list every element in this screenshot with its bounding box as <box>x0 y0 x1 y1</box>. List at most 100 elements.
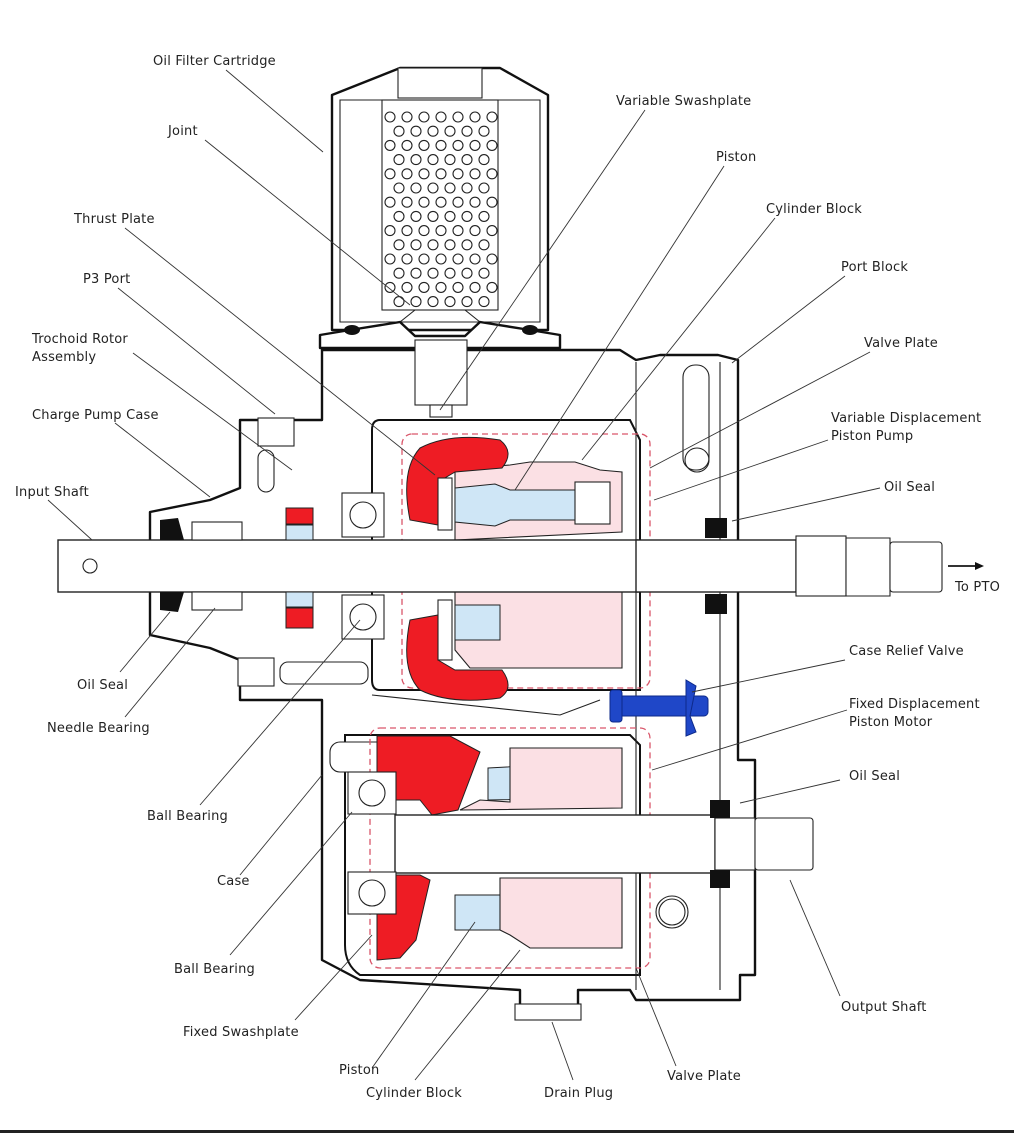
filter-hole <box>401 111 413 123</box>
filter-hole <box>401 281 413 293</box>
label-var-disp-pump-2: Piston Pump <box>831 429 913 444</box>
filter-hole <box>410 210 422 222</box>
filter-hole <box>393 210 405 222</box>
label-cylinder-block-upper: Cylinder Block <box>766 202 862 217</box>
filter-hole <box>418 253 430 265</box>
variable-swashplate-lower <box>406 614 509 701</box>
filter-hole <box>435 111 447 123</box>
filter-hole <box>418 168 430 180</box>
filter-hole <box>384 253 396 265</box>
filter-perforations <box>384 111 498 308</box>
filter-hole <box>486 196 498 208</box>
label-case-relief-valve: Case Relief Valve <box>849 644 964 659</box>
filter-hole <box>478 210 490 222</box>
case-relief-valve <box>609 679 709 737</box>
filter-hole <box>478 154 490 166</box>
filter-hole <box>393 154 405 166</box>
label-oil-seal-upper-right: Oil Seal <box>884 480 935 495</box>
filter-hole <box>469 253 481 265</box>
filter-hole <box>478 239 490 251</box>
filter-hole <box>444 154 456 166</box>
label-oil-seal-left: Oil Seal <box>77 678 128 693</box>
filter-hole <box>461 125 473 137</box>
oil-filter-cartridge <box>318 66 562 350</box>
label-ball-bearing-upper: Ball Bearing <box>147 809 228 824</box>
filter-hole <box>435 253 447 265</box>
filter-hole <box>452 281 464 293</box>
filter-hole <box>469 225 481 237</box>
label-piston-upper: Piston <box>716 150 756 165</box>
filter-hole <box>418 281 430 293</box>
filter-hole <box>410 267 422 279</box>
filter-hole <box>384 111 396 123</box>
filter-hole <box>418 196 430 208</box>
drain-plug <box>514 1003 582 1021</box>
piston-upper <box>454 483 581 527</box>
label-case: Case <box>217 874 250 889</box>
label-joint: Joint <box>167 124 198 139</box>
filter-hole <box>418 139 430 151</box>
label-p3-port: P3 Port <box>83 272 130 287</box>
filter-hole <box>444 239 456 251</box>
filter-hole <box>444 125 456 137</box>
bottom-rule <box>0 1130 1014 1133</box>
label-fixed-disp-motor-2: Piston Motor <box>849 715 933 730</box>
label-piston-lower: Piston <box>339 1063 379 1078</box>
filter-hole <box>427 296 439 308</box>
filter-hole <box>427 154 439 166</box>
filter-hole <box>393 182 405 194</box>
filter-hole <box>486 253 498 265</box>
filter-hole <box>384 281 396 293</box>
label-port-block: Port Block <box>841 260 908 275</box>
filter-hole <box>461 239 473 251</box>
label-oil-seal-lower-right: Oil Seal <box>849 769 900 784</box>
filter-hole <box>461 154 473 166</box>
label-thrust-plate: Thrust Plate <box>73 212 155 227</box>
filter-hole <box>418 225 430 237</box>
label-to-pto: To PTO <box>954 580 1000 595</box>
filter-hole <box>452 111 464 123</box>
filter-hole <box>418 111 430 123</box>
label-var-disp-pump-1: Variable Displacement <box>831 411 981 426</box>
cylinder-block-lower <box>459 747 623 811</box>
filter-hole <box>469 139 481 151</box>
output-shaft-body <box>394 814 716 874</box>
callout-labels: Oil Filter Cartridge Joint Thrust Plate … <box>15 54 1000 1101</box>
filter-hole <box>401 253 413 265</box>
label-fixed-swashplate: Fixed Swashplate <box>183 1025 299 1040</box>
filter-hole <box>393 125 405 137</box>
label-oil-filter-cartridge: Oil Filter Cartridge <box>153 54 276 69</box>
pto-shaft <box>635 539 797 593</box>
filter-hole <box>461 210 473 222</box>
label-ball-bearing-lower: Ball Bearing <box>174 962 255 977</box>
leader-lines <box>47 69 984 1081</box>
filter-hole <box>444 182 456 194</box>
filter-hole <box>452 168 464 180</box>
label-valve-plate-upper: Valve Plate <box>864 336 938 351</box>
filter-hole <box>410 296 422 308</box>
label-charge-pump-case: Charge Pump Case <box>32 408 159 423</box>
label-needle-bearing: Needle Bearing <box>47 721 150 736</box>
filter-hole <box>452 139 464 151</box>
filter-hole <box>486 168 498 180</box>
filter-hole <box>452 196 464 208</box>
filter-hole <box>410 125 422 137</box>
filter-hole <box>384 168 396 180</box>
filter-hole <box>427 210 439 222</box>
filter-hole <box>384 196 396 208</box>
filter-hole <box>469 111 481 123</box>
label-trochoid-rotor-2: Assembly <box>32 350 96 365</box>
input-shaft <box>57 539 639 593</box>
filter-hole <box>444 267 456 279</box>
label-valve-plate-lower: Valve Plate <box>667 1069 741 1084</box>
filter-hole <box>435 281 447 293</box>
label-variable-swashplate: Variable Swashplate <box>616 94 751 109</box>
filter-hole <box>401 139 413 151</box>
filter-hole <box>427 125 439 137</box>
filter-hole <box>478 296 490 308</box>
filter-hole <box>384 225 396 237</box>
filter-hole <box>469 196 481 208</box>
filter-hole <box>469 281 481 293</box>
filter-hole <box>435 168 447 180</box>
filter-hole <box>486 111 498 123</box>
